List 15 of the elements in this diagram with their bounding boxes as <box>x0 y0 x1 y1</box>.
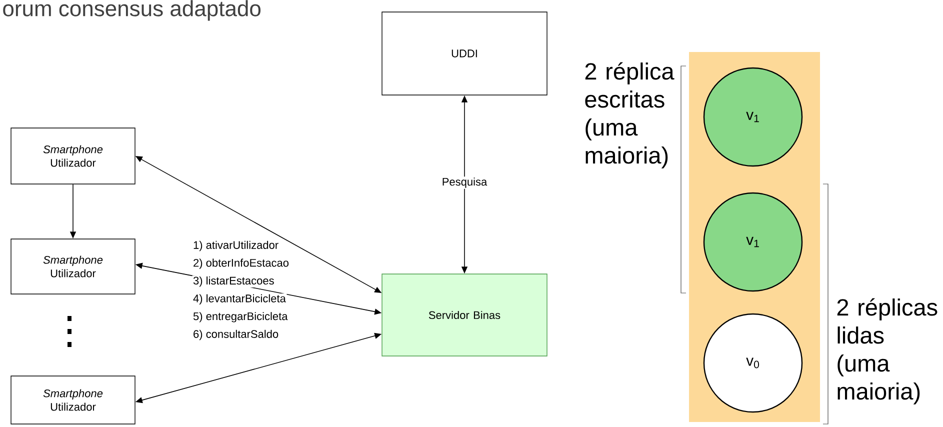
method-label: 6) consultarSaldo <box>192 329 280 341</box>
title: orum consensus adaptado <box>3 0 260 21</box>
method-label: 3) listarEstacoes <box>192 276 276 288</box>
bracket-label: 2 réplica escritas (uma maioria) <box>585 62 674 168</box>
process-box: Smartphone Utilizador <box>10 238 136 294</box>
method-label: 1) ativarUtilizador <box>192 240 280 252</box>
process-box: Smartphone Utilizador <box>10 128 136 184</box>
process-box: UDDI <box>382 12 548 96</box>
edge-label: Pesquisa <box>442 178 488 188</box>
process-box: Servidor Binas <box>382 274 548 356</box>
method-label: 5) entregarBicicleta <box>192 311 289 324</box>
process-box: Smartphone Utilizador <box>10 376 136 424</box>
bracket-label: 2 réplicas lidas (uma maioria) <box>837 298 938 404</box>
method-label: 2) obterInfoEstacao <box>192 258 290 270</box>
method-label: 4) levantarBicicleta <box>192 293 287 306</box>
